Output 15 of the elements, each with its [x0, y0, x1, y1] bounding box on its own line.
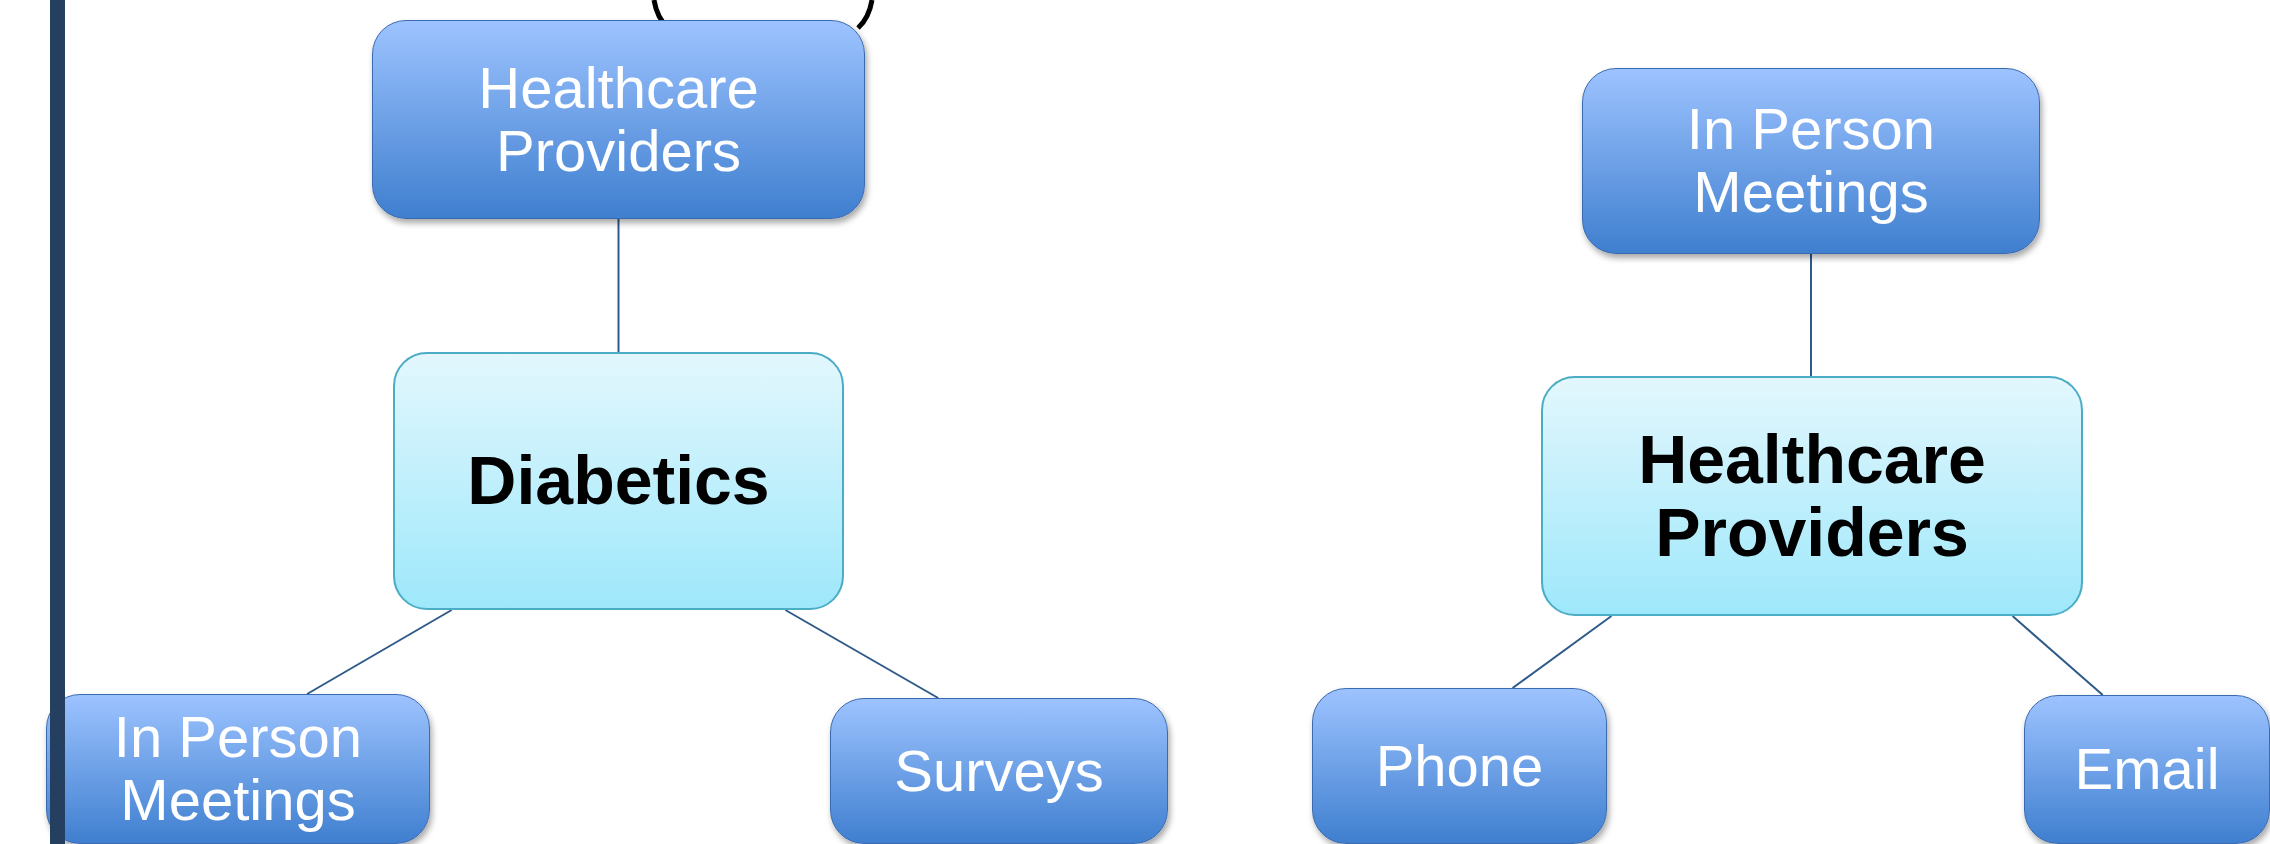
- channel-box: In Person Meetings: [1582, 68, 2040, 254]
- connector-line: [784, 609, 940, 699]
- audience-box: Healthcare Providers: [1541, 376, 2083, 616]
- connector-line: [617, 218, 620, 353]
- connector-line: [1810, 253, 1812, 377]
- audience-box: Diabetics: [393, 352, 844, 610]
- channel-box: Email: [2024, 695, 2270, 844]
- channel-box: Healthcare Providers: [372, 20, 865, 219]
- channel-box: Phone: [1312, 688, 1607, 844]
- vertical-bar: [50, 0, 65, 844]
- channel-box: Surveys: [830, 698, 1168, 844]
- connector-line: [1511, 615, 1613, 689]
- connector-line: [306, 609, 453, 695]
- connector-line: [2011, 615, 2104, 696]
- channel-box: In Person Meetings: [46, 694, 430, 844]
